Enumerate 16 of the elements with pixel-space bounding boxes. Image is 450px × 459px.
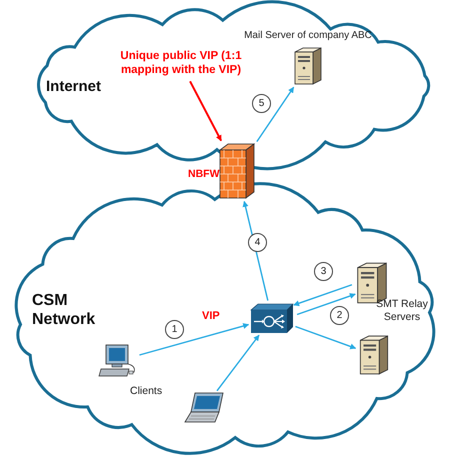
- node-label: Mail Server of company ABC: [243, 30, 373, 42]
- group-label: Clients: [130, 385, 162, 398]
- connection-arrow: [242, 200, 269, 301]
- annotation-arrow: [189, 80, 222, 142]
- group-label: SMT Relay Servers: [376, 298, 428, 324]
- connection-arrow: [296, 293, 356, 316]
- cloud-label: CSM Network: [32, 291, 96, 330]
- connection-arrow: [139, 323, 250, 356]
- node-label: VIP: [202, 310, 221, 324]
- node-label: NBFW: [188, 169, 218, 180]
- annotation-text: Unique public VIP (1:1 mapping with the VIP): [119, 50, 243, 78]
- connection-arrow: [295, 326, 356, 350]
- cloud-label: Internet: [46, 78, 102, 96]
- connection-arrow: [256, 86, 294, 142]
- connection-arrow: [216, 334, 260, 392]
- connection-arrow: [293, 284, 352, 306]
